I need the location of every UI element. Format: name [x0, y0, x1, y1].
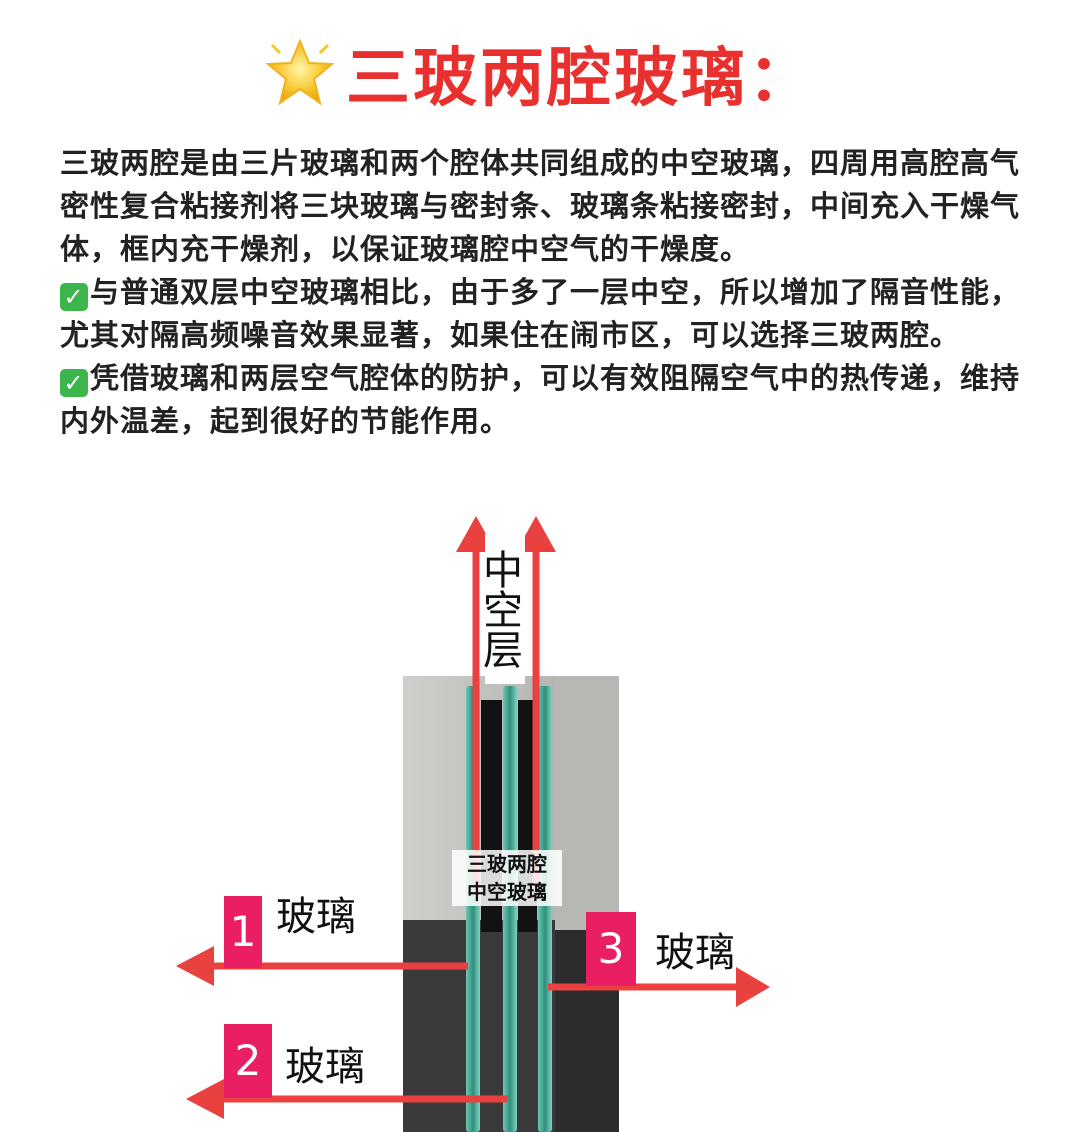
- glass-diagram: 中空层 三玻两腔 中空玻璃 1 玻璃 3 玻璃 2 玻璃: [0, 500, 1079, 1132]
- label-glass-2: 玻璃: [285, 1044, 365, 1090]
- glass-photo-illustration: [176, 516, 770, 1132]
- glass-caption: 三玻两腔 中空玻璃: [452, 850, 562, 906]
- caption-line-2: 中空玻璃: [467, 880, 547, 904]
- paragraph-energy-text: 凭借玻璃和两层空气腔体的防护，可以有效阻隔空气中的热传递，维持内外温差，起到很好…: [60, 361, 1021, 438]
- caption-line-1: 三玻两腔: [467, 852, 547, 876]
- check-mark-icon: ✓: [60, 283, 88, 311]
- paragraph-soundproof-text: 与普通双层中空玻璃相比，由于多了一层中空，所以增加了隔音性能，尤其对隔高频噪音效…: [60, 275, 1021, 352]
- badge-2: 2: [224, 1024, 272, 1098]
- label-glass-3: 玻璃: [655, 930, 735, 976]
- cavity-label: 中空层: [476, 534, 525, 684]
- description-text: 三玻两腔是由三片玻璃和两个腔体共同组成的中空玻璃，四周用高腔高气密性复合粘接剂将…: [60, 142, 1030, 443]
- badge-3: 3: [586, 912, 636, 986]
- paragraph-intro: 三玻两腔是由三片玻璃和两个腔体共同组成的中空玻璃，四周用高腔高气密性复合粘接剂将…: [60, 146, 1021, 266]
- page-title: 三玻两腔玻璃：: [346, 42, 815, 116]
- paragraph-soundproof: ✓与普通双层中空玻璃相比，由于多了一层中空，所以增加了隔音性能，尤其对隔高频噪音…: [60, 271, 1030, 357]
- badge-1: 1: [224, 896, 262, 968]
- title-row: 三玻两腔玻璃：: [0, 28, 1079, 118]
- star-icon: [265, 38, 335, 106]
- label-glass-1: 玻璃: [276, 894, 356, 940]
- check-mark-icon: ✓: [60, 369, 88, 397]
- paragraph-energy: ✓凭借玻璃和两层空气腔体的防护，可以有效阻隔空气中的热传递，维持内外温差，起到很…: [60, 357, 1030, 443]
